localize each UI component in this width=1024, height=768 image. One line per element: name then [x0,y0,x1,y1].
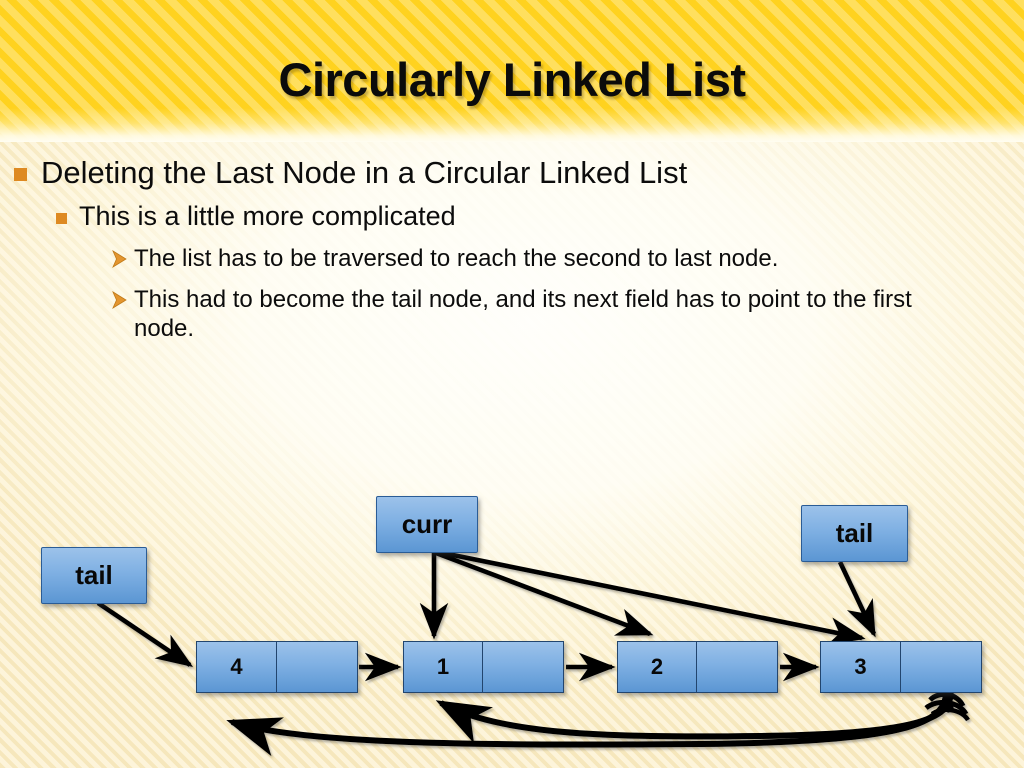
node-next-cell [483,641,564,693]
node-data-cell: 1 [403,641,483,693]
square-bullet-icon [14,168,27,181]
bullet-text: Deleting the Last Node in a Circular Lin… [41,155,688,190]
bullet-level1-item: Deleting the Last Node in a Circular Lin… [14,156,1024,189]
pointer-box-label: curr [401,509,453,539]
node-value: 3 [854,654,867,679]
node-value: 1 [436,654,450,679]
square-bullet-icon [56,213,67,225]
bullet-level3-item: The list has to be traversed to reach th… [110,244,950,273]
bullet-text: This is a little more complicated [79,201,456,232]
slide-header [0,0,1024,142]
node-data-cell: 2 [617,641,697,693]
node-next-cell [277,641,358,693]
node-value: 4 [230,654,243,679]
list-node-1[interactable]: 1 [403,641,564,693]
chevron-bullet-icon [110,248,130,270]
list-node-3[interactable]: 3 [820,641,982,693]
node-value: 2 [650,654,664,679]
node-data-cell: 4 [196,641,277,693]
pointer-box-curr[interactable]: curr [376,496,478,553]
pointer-box-label: tail [75,560,113,590]
node-next-cell [901,641,982,693]
slide-body: Deleting the Last Node in a Circular Lin… [0,142,1024,343]
pointer-box-label: tail [835,518,874,548]
bullet-level2-item: This is a little more complicated [56,202,1024,231]
bullet-level3-item: This had to become the tail node, and it… [110,285,950,344]
node-next-cell [697,641,778,693]
bullet-text: The list has to be traversed to reach th… [134,244,779,272]
pointer-box-tail-left[interactable]: tail [41,547,147,604]
header-fade-edge [0,108,1024,142]
bullet-text: This had to become the tail node, and it… [134,285,912,343]
node-data-cell: 3 [820,641,901,693]
chevron-bullet-icon [110,289,130,311]
slide-title: Circularly Linked List [278,53,746,106]
list-node-4[interactable]: 4 [196,641,358,693]
list-node-2[interactable]: 2 [617,641,778,693]
pointer-box-tail-right[interactable]: tail [801,505,908,562]
